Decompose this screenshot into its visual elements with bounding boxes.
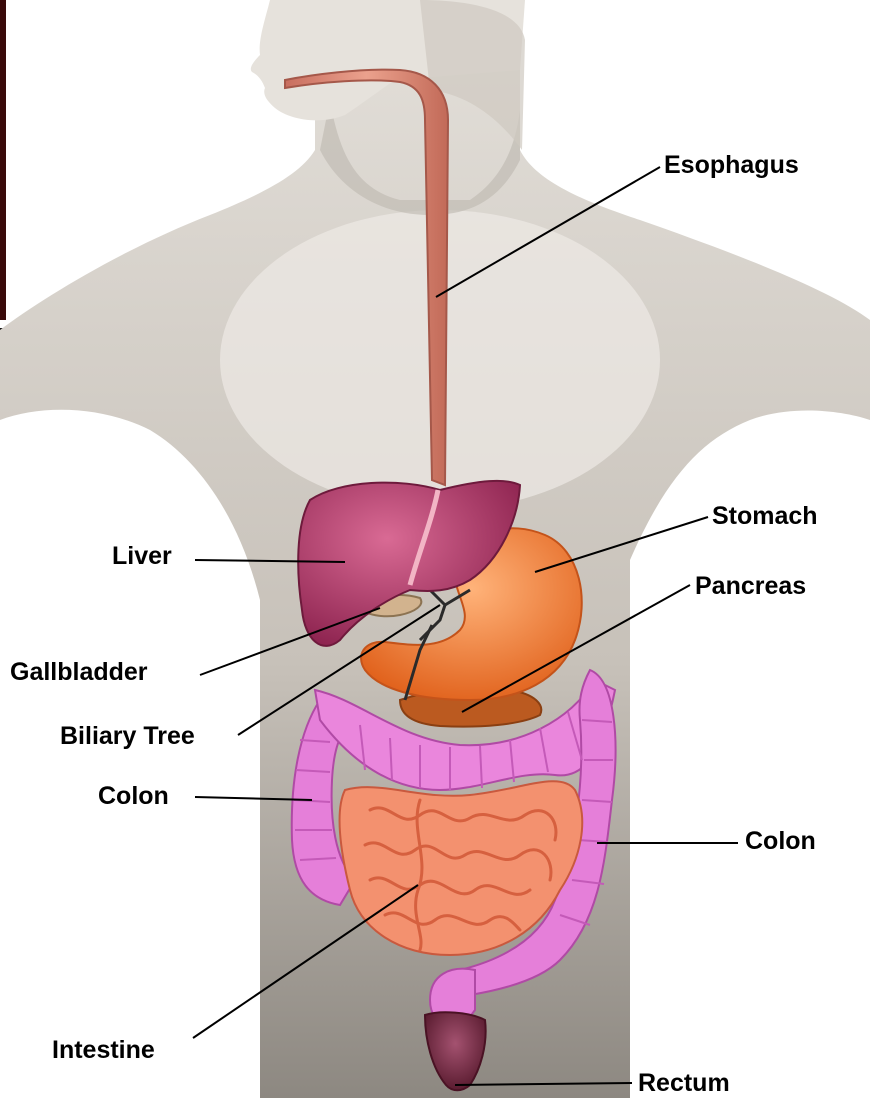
label-liver: Liver <box>112 541 172 571</box>
label-esophagus: Esophagus <box>664 150 799 180</box>
label-colon-right: Colon <box>745 826 816 856</box>
label-intestine: Intestine <box>52 1035 155 1065</box>
label-biliary-tree: Biliary Tree <box>60 721 195 751</box>
label-stomach: Stomach <box>712 501 818 531</box>
label-colon-left: Colon <box>98 781 169 811</box>
label-gallbladder: Gallbladder <box>10 657 148 687</box>
label-pancreas: Pancreas <box>695 571 806 601</box>
label-rectum: Rectum <box>638 1068 730 1098</box>
